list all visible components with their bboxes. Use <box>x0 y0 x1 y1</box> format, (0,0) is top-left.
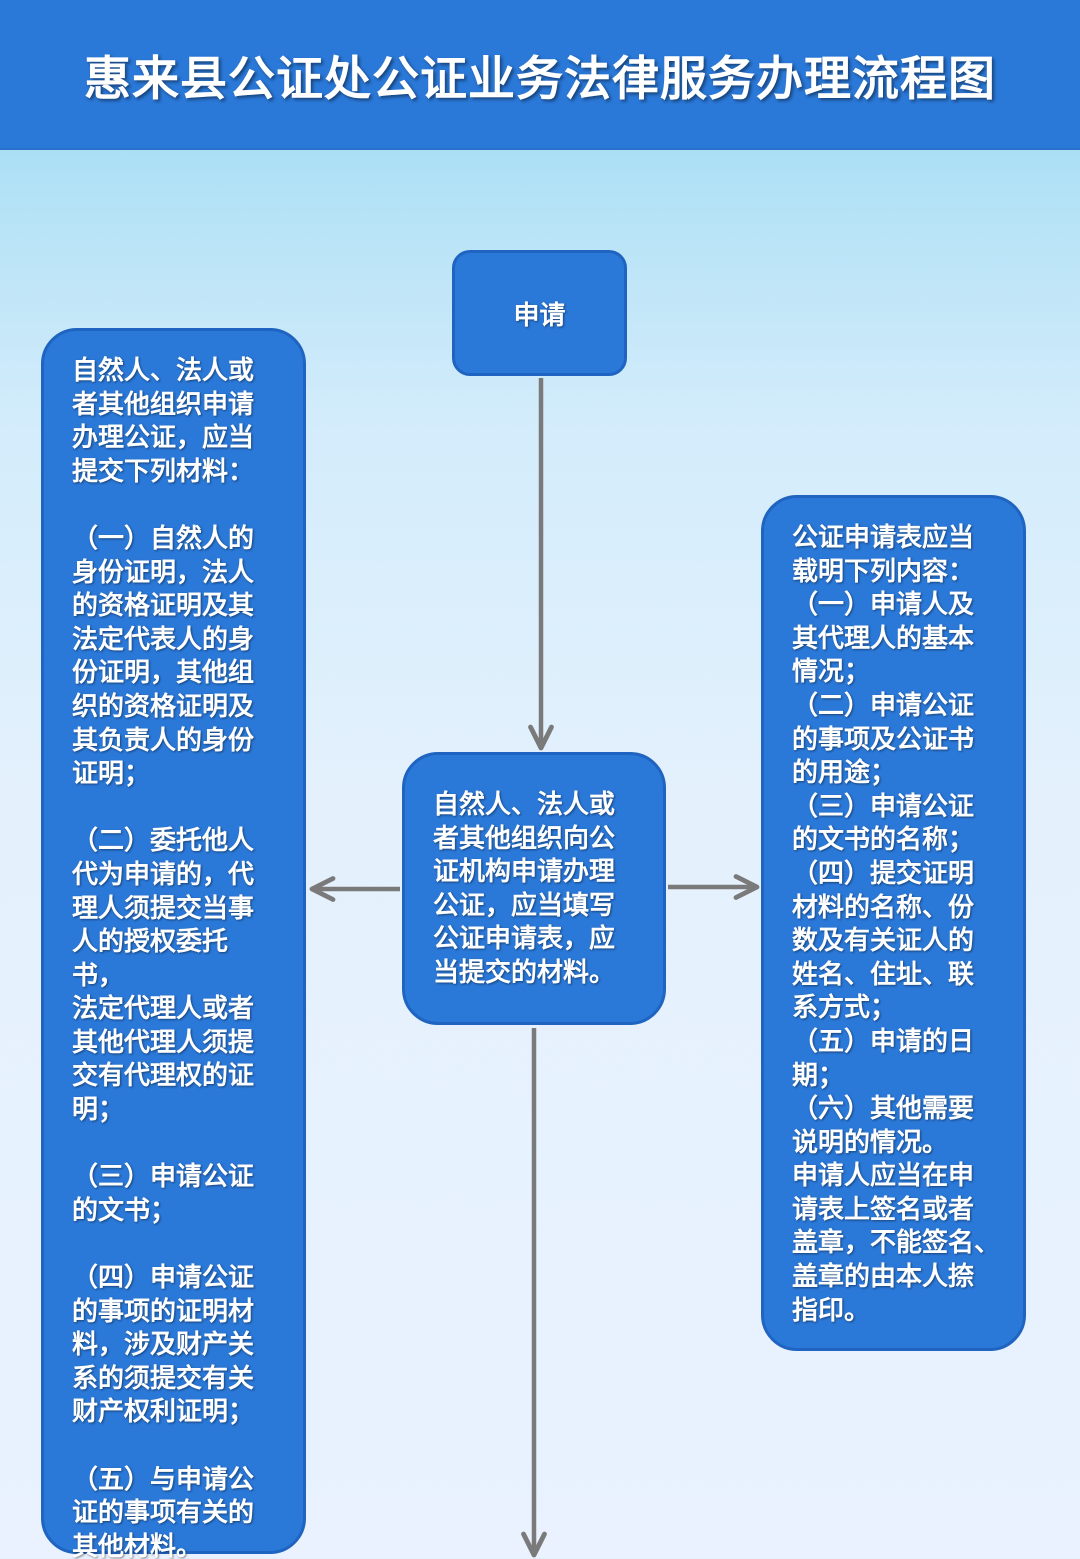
page-title: 惠来县公证处公证业务法律服务办理流程图 <box>84 51 996 107</box>
node-apply-label: 申请 <box>513 300 566 331</box>
node-application-form-contents: 公证申请表应当 载明下列内容： （一）申请人及 其代理人的基本 情况； （二）申… <box>761 495 1026 1351</box>
node-application-submission: 自然人、法人或 者其他组织向公 证机构申请办理 公证，应当填写 公证申请表，应 … <box>402 752 666 1025</box>
header-banner: 惠来县公证处公证业务法律服务办理流程图 <box>0 0 1080 150</box>
node-apply: 申请 <box>452 250 627 376</box>
node-required-materials: 自然人、法人或 者其他组织申请 办理公证，应当 提交下列材料： （一）自然人的 … <box>41 328 306 1559</box>
